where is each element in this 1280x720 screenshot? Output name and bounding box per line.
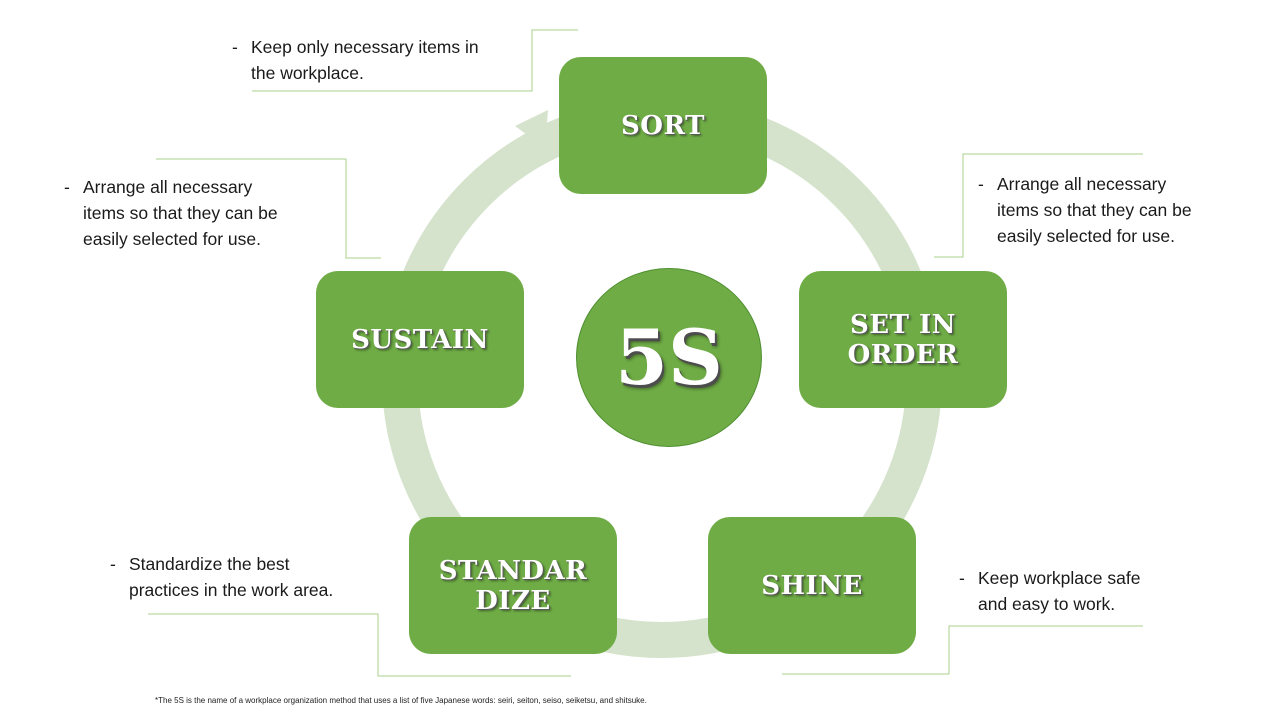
note-dash: - bbox=[64, 177, 70, 197]
step-standardize-box: STANDAR DIZE bbox=[409, 517, 617, 654]
note-sustain: - Arrange all necessary items so that th… bbox=[64, 174, 278, 252]
connector-shine bbox=[782, 625, 1143, 675]
step-set-in-order-box: SET IN ORDER bbox=[799, 271, 1007, 408]
center-5s-label: 5S bbox=[615, 313, 723, 402]
note-dash: - bbox=[110, 554, 116, 574]
footnote: *The 5S is the name of a workplace organ… bbox=[155, 696, 647, 705]
note-sort: - Keep only necessary items in the workp… bbox=[232, 34, 479, 86]
connector-sort bbox=[252, 29, 578, 92]
connector-set-in-order bbox=[934, 153, 1143, 258]
step-sustain-label: SUSTAIN bbox=[351, 324, 489, 355]
step-set-in-order-label: SET IN ORDER bbox=[847, 309, 959, 370]
step-shine-label: SHINE bbox=[761, 570, 863, 601]
note-set-in-order: - Arrange all necessary items so that th… bbox=[978, 171, 1192, 249]
note-dash: - bbox=[959, 568, 965, 588]
note-standardize: - Standardize the best practices in the … bbox=[110, 551, 333, 603]
note-dash: - bbox=[232, 37, 238, 57]
connector-standardize bbox=[148, 613, 571, 677]
step-sort-label: SORT bbox=[621, 110, 705, 141]
step-standardize-label: STANDAR DIZE bbox=[438, 555, 588, 616]
cycle-arrow-head bbox=[515, 110, 548, 148]
note-shine: - Keep workplace safe and easy to work. bbox=[959, 565, 1140, 617]
note-dash: - bbox=[978, 174, 984, 194]
step-sustain-box: SUSTAIN bbox=[316, 271, 524, 408]
step-shine-box: SHINE bbox=[708, 517, 916, 654]
center-5s-circle: 5S bbox=[576, 268, 762, 447]
connector-sustain bbox=[156, 158, 381, 259]
step-sort-box: SORT bbox=[559, 57, 767, 194]
